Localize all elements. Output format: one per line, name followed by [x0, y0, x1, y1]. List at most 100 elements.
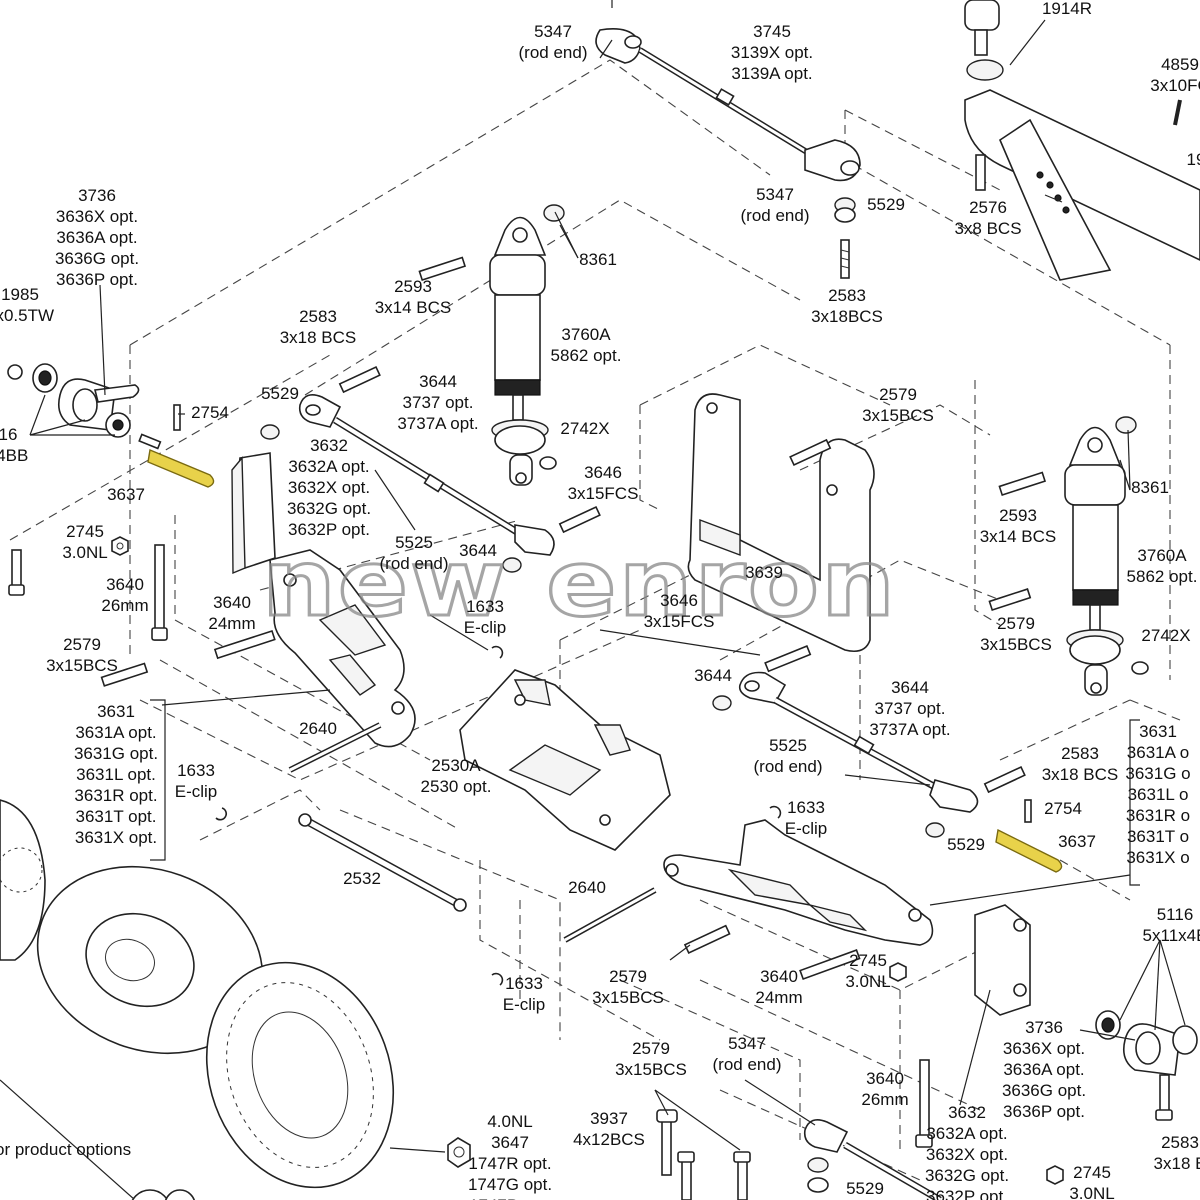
part-label-line: 3.0NL: [1069, 1184, 1114, 1200]
part-label-line: 5862 opt.: [1127, 567, 1198, 586]
part-label-line: 3636P opt.: [1003, 1102, 1085, 1121]
part-label-line: 3636X opt.: [56, 207, 138, 226]
part-label-line: 3631L o: [1128, 785, 1189, 804]
part-label-2583-a: 2583 3x18BCS: [811, 286, 883, 326]
part-label-line: 3x18 BCS: [280, 328, 357, 347]
part-label-line: 3737 opt.: [875, 699, 946, 718]
leader-lines: [29, 19, 1186, 1153]
turnbuckle-3644-left: [260, 365, 601, 573]
part-label-line: 3640: [213, 593, 251, 612]
part-label-line: 3636G opt.: [1002, 1081, 1086, 1100]
part-label-line: 3x18 BCS: [1042, 765, 1119, 784]
part-label-line: 3631G o: [1125, 764, 1190, 783]
hub-carrier-left: [231, 452, 276, 575]
part-label-line: 3637: [1058, 832, 1096, 851]
part-label-line: 5x11x4E: [1143, 926, 1200, 945]
part-label-3637-b: 3637: [1058, 832, 1096, 851]
part-label-line: 26mm: [861, 1090, 908, 1109]
footer-text: or product options: [0, 1140, 131, 1159]
part-label-line: 19: [1187, 150, 1200, 169]
part-label-line: 3736: [78, 186, 116, 205]
part-label-line: 3x15FCS: [568, 484, 639, 503]
part-label-5525-b: 5525(rod end): [754, 736, 823, 776]
link-2532: [215, 807, 467, 912]
wheel-assembly: [0, 799, 395, 1200]
part-label-line: 3x0.5TW: [0, 306, 54, 325]
part-label-line: 3636P opt.: [56, 270, 138, 289]
turnbuckle-3745: [595, 0, 861, 182]
part-label-line: 3632P opt.: [926, 1187, 1008, 1200]
part-label-line: 3644: [459, 541, 497, 560]
shock-left: [418, 204, 565, 486]
part-label-line: E-clip: [503, 995, 546, 1014]
part-label-line: 2583: [1161, 1133, 1199, 1152]
shock-right: [988, 416, 1149, 696]
shock-tower-right: [964, 0, 1200, 281]
part-label-line: 16: [0, 425, 17, 444]
part-label-line: 3631: [97, 702, 135, 721]
part-label-line: 3632A opt.: [926, 1124, 1007, 1143]
part-label-2742X-b: 2742X: [1141, 626, 1190, 645]
part-label-3644-d: 3644 3737 opt. 3737A opt.: [869, 678, 950, 739]
part-label-line: 3631: [1139, 722, 1177, 741]
part-label-5116: 51165x11x4E: [1143, 905, 1200, 945]
part-label-line: 3139X opt.: [731, 43, 813, 62]
part-label-line: 2754: [1044, 799, 1082, 818]
part-label-line: 3736: [1025, 1018, 1063, 1037]
part-label-line: 3x15BCS: [46, 656, 118, 675]
part-label-line: 3637: [107, 485, 145, 504]
part-label-8361-a: 8361: [579, 250, 617, 269]
part-label-16: 16 x4BB: [0, 425, 28, 465]
part-label-line: 5529: [261, 384, 299, 403]
part-label-line: 5525: [395, 533, 433, 552]
part-label-line: 3737A opt.: [397, 414, 478, 433]
part-label-line: x4BB: [0, 446, 28, 465]
part-label-5529-c: 5529: [947, 835, 985, 854]
part-label-line: 1747G opt.: [468, 1175, 552, 1194]
part-label-line: 3644: [419, 372, 457, 391]
axle-pin-left: [138, 433, 215, 488]
part-label-line: 3737A opt.: [869, 720, 950, 739]
part-label-line: 3644: [891, 678, 929, 697]
part-label-line: 5525: [769, 736, 807, 755]
shock-tower-3639: [687, 393, 875, 673]
part-label-line: 3631G opt.: [74, 744, 158, 763]
part-label-line: 3x18BCS: [811, 307, 883, 326]
part-label-line: 3632P opt.: [288, 520, 370, 539]
part-label-line: 2579: [632, 1039, 670, 1058]
part-label-line: 3636A opt.: [1003, 1060, 1084, 1079]
part-label-2640-b: 2640: [568, 878, 606, 897]
part-label-line: 3636A opt.: [56, 228, 137, 247]
part-label-line: 5529: [867, 195, 905, 214]
part-label-line: 3631X o: [1126, 848, 1189, 867]
part-label-line: 2745: [66, 522, 104, 541]
part-label-5347-top: 5347(rod end): [519, 22, 588, 62]
part-label-1985: 19853x0.5TW: [0, 285, 54, 325]
turnbuckle-3644-right: [712, 671, 1032, 838]
part-label-line: 2583: [828, 286, 866, 305]
part-label-line: 3631T opt.: [76, 807, 157, 826]
part-label-line: 3646: [584, 463, 622, 482]
part-label-line: 1633: [177, 761, 215, 780]
part-label-line: 3632: [948, 1103, 986, 1122]
axle-carrier-right: [1095, 1010, 1198, 1121]
part-label-line: 4.0NL: [487, 1112, 532, 1131]
part-label-line: 24mm: [755, 988, 802, 1007]
part-label-line: 2593: [394, 277, 432, 296]
bottom-fasteners: [447, 1059, 1064, 1200]
part-label-line: 4859: [1161, 55, 1199, 74]
